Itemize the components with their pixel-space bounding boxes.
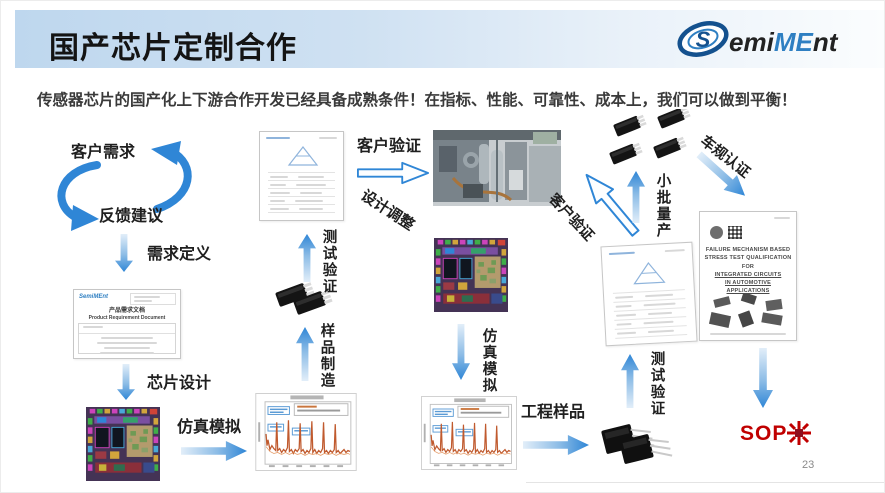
report-table-2 <box>612 289 688 339</box>
label-test-verify-2: 测试验证 <box>648 351 665 417</box>
label-simulation-1: 仿真模拟 <box>177 419 242 436</box>
header-band <box>15 10 884 68</box>
aec-q100-document: FAILURE MECHANISM BASED STRESS TEST QUAL… <box>699 211 797 341</box>
arrow-down-requirement-icon <box>115 234 133 272</box>
page-title: 国产芯片定制合作 <box>49 32 297 65</box>
chip-layout-image-1 <box>86 406 160 482</box>
slide-subtitle: 传感器芯片的国产化上下游合作开发已经具备成熟条件！在指标、性能、可靠性、成本上，… <box>37 92 797 109</box>
footer-divider <box>526 482 884 483</box>
aec-logos <box>710 226 742 239</box>
hollow-arrow-right-icon <box>357 161 429 185</box>
report-table-1 <box>268 172 335 213</box>
prd-title-en: Product Requirement Document <box>88 315 166 322</box>
arrow-up-sample-mfg-icon <box>296 327 314 381</box>
chip-layout-image-2 <box>433 238 509 312</box>
prd-header-cells <box>130 293 176 305</box>
label-customer-verify-1: 客户验证 <box>357 138 422 155</box>
label-customer-verify-2: 客户验证 <box>545 191 597 245</box>
fireworks-icon <box>787 421 811 445</box>
prd-document: SemiMEnt 产品需求文档 Product Requirement Docu… <box>73 289 181 359</box>
aec-logo-circle-icon <box>710 226 723 239</box>
arrow-down-sop-icon <box>753 348 773 408</box>
arrow-down-chip-design-icon <box>117 364 135 400</box>
smd-chips-batch-image <box>609 109 691 165</box>
arrow-up-test-verify-2-icon <box>621 354 639 408</box>
aec-title-line: STRESS TEST QUALIFICATION <box>704 255 792 262</box>
prd-title-cn: 产品需求文档 <box>108 308 145 314</box>
logo-part2: ME <box>773 27 813 57</box>
aec-qr-icon <box>728 226 742 239</box>
label-customer-needs: 客户需求 <box>71 144 136 161</box>
spectrum-chart-2 <box>421 395 517 471</box>
label-eng-sample: 工程样品 <box>521 404 586 421</box>
arrow-right-eng-sample-icon <box>523 435 589 455</box>
label-simulation-2: 仿真模拟 <box>480 328 497 394</box>
report-diagram-icon <box>633 261 666 285</box>
label-feedback: 反馈建议 <box>99 208 164 225</box>
sop-label: SOP <box>740 422 788 445</box>
aec-title: FAILURE MECHANISM BASED STRESS TEST QUAL… <box>704 246 792 296</box>
equipment-photo <box>433 130 561 206</box>
logo-part3: nt <box>812 27 838 57</box>
to-package-chips-image <box>600 418 674 469</box>
test-report-document-2 <box>600 241 698 347</box>
aec-chip-images <box>708 294 783 328</box>
prd-title: 产品需求文档 Product Requirement Document <box>74 308 180 321</box>
aec-title-line: INTEGRATED CIRCUITS <box>714 271 782 278</box>
logo-swirl-icon: S <box>677 21 729 57</box>
logo-wordmark: emiMEnt <box>729 27 837 58</box>
cycle-arrows-icon <box>57 141 192 231</box>
spectrum-chart-1 <box>255 393 357 471</box>
aec-title-line: FOR <box>741 263 755 270</box>
label-test-verify-1: 测试验证 <box>320 229 337 295</box>
label-chip-design: 芯片设计 <box>147 375 212 392</box>
logo-part1: emi <box>729 27 774 57</box>
hollow-arrow-upleft-icon <box>585 173 640 237</box>
arrow-right-simulation-icon <box>181 441 247 461</box>
report-diagram-icon <box>287 146 319 166</box>
label-requirement-def: 需求定义 <box>147 246 212 263</box>
aec-title-line: FAILURE MECHANISM BASED <box>705 247 791 253</box>
aec-title-line: IN AUTOMOTIVE APPLICATIONS <box>725 280 771 295</box>
prd-logo: SemiMEnt <box>79 294 109 300</box>
arrow-up-test-verify-1-icon <box>298 234 316 282</box>
label-small-batch: 小批量产 <box>654 173 671 239</box>
label-sample-mfg: 样品制造 <box>318 323 335 389</box>
test-report-document-1 <box>259 131 344 221</box>
label-design-adjust: 设计调整 <box>357 187 418 234</box>
arrow-down-simulation-2-icon <box>452 324 470 380</box>
semiment-logo: S emiMEnt <box>677 17 877 67</box>
logo-s: S <box>696 27 711 52</box>
page-number: 23 <box>802 459 815 471</box>
prd-table <box>78 323 176 354</box>
